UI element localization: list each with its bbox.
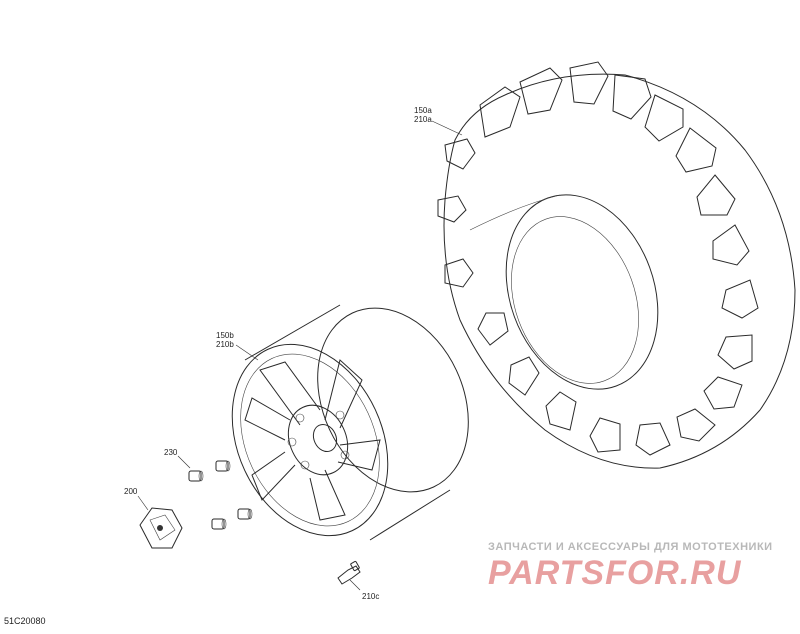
- center-cap[interactable]: [139, 507, 183, 549]
- rim-barrel-top: [244, 304, 341, 361]
- tire-sidewall-line: [469, 194, 561, 231]
- leader-lines: [137, 120, 463, 591]
- lug-nuts[interactable]: [188, 460, 253, 530]
- lug-nut: [211, 518, 227, 530]
- rim-barrel-bottom: [369, 489, 451, 541]
- tire-inner-wall: [511, 216, 639, 384]
- center-cap-body: [139, 507, 183, 549]
- tire-outer-contour: [443, 73, 796, 469]
- callout-rim-1: 150b: [216, 331, 234, 340]
- lug-nut: [188, 470, 204, 482]
- lug-nut: [215, 460, 231, 472]
- watermark-logo-text: PARTSFOR.RU: [488, 554, 742, 590]
- rim-center-bore: [312, 423, 338, 453]
- watermark-logo: PARTSFOR.RU: [488, 554, 742, 590]
- rim-front-inner-lip: [240, 353, 380, 527]
- rim-hub: [287, 404, 349, 476]
- lug-nut: [237, 508, 253, 520]
- rim-front-flange: [231, 343, 389, 537]
- callout-lug-nut: 230: [164, 448, 178, 457]
- rim-lug-holes: [287, 410, 350, 470]
- watermark-tagline: ЗАПЧАСТИ И АКСЕССУАРЫ ДЛЯ МОТОТЕХНИКИ: [488, 541, 773, 553]
- callout-tire-2: 210a: [414, 115, 432, 124]
- figure-code: 51C20080: [4, 616, 46, 626]
- callout-tire-1: 150a: [414, 106, 432, 115]
- tire-tread-lugs: [437, 61, 759, 456]
- valve-stem[interactable]: [337, 560, 361, 585]
- tire-bead-opening: [505, 194, 659, 390]
- rim-back-flange: [317, 307, 469, 493]
- valve-stem-body: [337, 565, 361, 585]
- rim-spokes: [244, 359, 381, 521]
- tire-assembly[interactable]: [437, 61, 796, 469]
- callout-center-cap: 200: [124, 487, 138, 496]
- callout-valve-stem: 210c: [362, 592, 379, 601]
- callout-rim-2: 210b: [216, 340, 234, 349]
- rim-assembly[interactable]: [202, 283, 497, 561]
